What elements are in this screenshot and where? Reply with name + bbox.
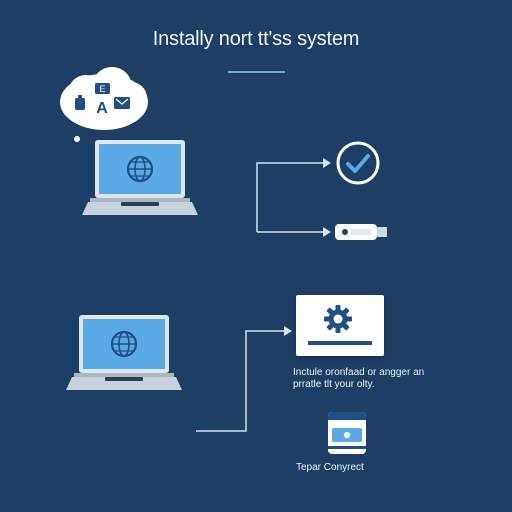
gear-icon: [323, 304, 353, 334]
cloud-glyph-2: E: [99, 84, 105, 94]
title-divider: [228, 71, 285, 73]
globe-icon: [126, 155, 154, 183]
mail-icon: [114, 97, 130, 109]
page-title: Instally nort tt'ss system: [152, 28, 360, 50]
check-circle-icon: [335, 140, 381, 186]
settings-card[interactable]: [296, 295, 384, 356]
text-a-icon: A: [96, 100, 108, 117]
cloud-icon: E A: [56, 62, 152, 148]
drive-icon[interactable]: [327, 412, 367, 455]
progress-bar: [308, 341, 372, 345]
laptop-secondary: [66, 315, 182, 395]
usb-drive-icon: [335, 221, 389, 243]
caption-line-1: Inctule oronfaad or angger an: [293, 367, 425, 378]
image-icon: E: [95, 83, 110, 94]
cloud-letter: A: [96, 100, 108, 117]
drive-label: Tepar Conyrect: [296, 462, 364, 473]
caption-line-2: prratle tlt your olty.: [293, 379, 375, 390]
clipboard-icon: [75, 95, 85, 110]
globe-icon: [110, 330, 138, 358]
laptop-primary: [82, 140, 198, 220]
settings-caption: Inctule oronfaad or angger an prratle tl…: [293, 367, 473, 391]
